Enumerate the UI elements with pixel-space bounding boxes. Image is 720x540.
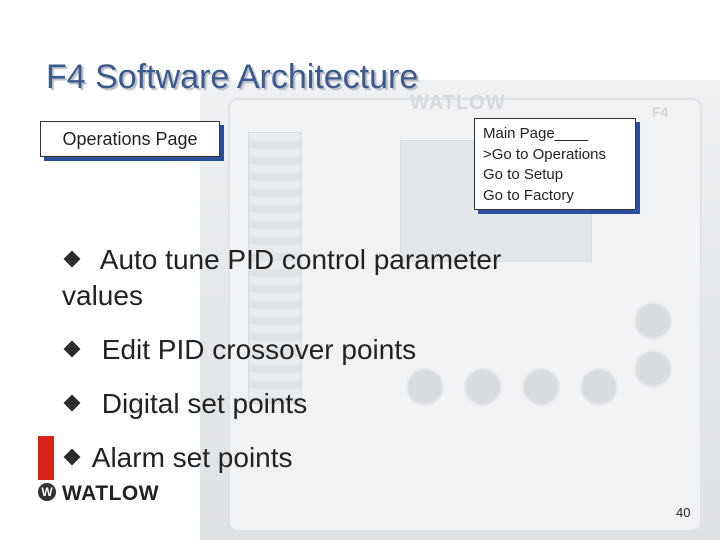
operations-page-callout: Operations Page (40, 121, 220, 157)
bullet-text: Digital set points (101, 388, 308, 419)
watlow-logo-icon: W WATLOW (38, 436, 178, 506)
logo-w-mark-icon: W (38, 483, 56, 501)
menu-line-title: Main Page____ (483, 125, 589, 142)
bullet-text: Alarm set points (91, 442, 293, 473)
bullet-item: Edit PID crossover points (63, 334, 417, 366)
logo-text: WATLOW (62, 482, 160, 505)
faceplate-key (464, 368, 502, 406)
diamond-bullet-icon (63, 340, 81, 358)
diamond-bullet-icon (63, 394, 81, 412)
faceplate-key (406, 368, 444, 406)
diamond-bullet-icon (63, 250, 81, 268)
faceplate-key (634, 350, 672, 388)
faceplate-bargraph (248, 132, 302, 404)
bullet-text: Auto tune PID control parameter (99, 244, 502, 275)
bullet-text: Edit PID crossover points (101, 334, 417, 365)
slide-title: F4 Software Architecture (46, 58, 419, 96)
faceplate-key (580, 368, 618, 406)
bullet-item: Digital set points (63, 388, 308, 420)
logo-red-bar (38, 436, 54, 480)
faceplate-model-mark: F4 (652, 104, 669, 120)
main-page-menu-callout: Main Page____ >Go to Operations Go to Se… (474, 118, 636, 210)
faceplate-key (522, 368, 560, 406)
page-number: 40 (676, 505, 691, 520)
menu-line-setup: Go to Setup (483, 166, 564, 183)
bullet-item: Alarm set points (63, 442, 293, 474)
bullet-item: Auto tune PID control parameter (63, 244, 502, 276)
faceplate-brand-mark: WATLOW (410, 92, 506, 114)
faceplate-key (634, 302, 672, 340)
bullet-continuation: values (62, 280, 143, 311)
menu-line-factory: Go to Factory (483, 186, 574, 204)
menu-line-operations: >Go to Operations (483, 145, 606, 163)
